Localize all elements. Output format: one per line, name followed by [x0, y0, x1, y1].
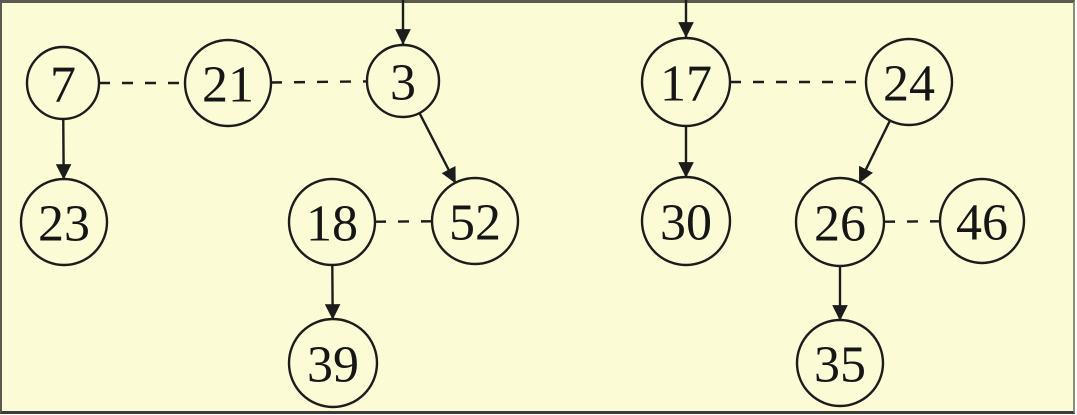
tree-node-30: 30 [640, 175, 732, 267]
node-circle-46 [938, 177, 1026, 265]
node-value-46: 46 [956, 195, 1008, 252]
node-value-35: 35 [814, 337, 866, 394]
tree-node-24: 24 [864, 37, 954, 127]
node-circle-7 [25, 45, 101, 121]
tree-node-23: 23 [19, 177, 109, 267]
node-value-17: 17 [660, 56, 712, 113]
node-value-52: 52 [449, 195, 501, 252]
node-circle-3 [365, 43, 441, 119]
node-value-7: 7 [50, 57, 76, 114]
node-circle-26 [794, 176, 886, 268]
tree-node-39: 39 [287, 317, 379, 409]
sibling-link-21-3 [270, 80, 368, 84]
node-circle-39 [287, 317, 379, 409]
node-value-3: 3 [390, 55, 416, 112]
tree-node-17: 17 [640, 36, 732, 128]
node-value-39: 39 [307, 337, 359, 394]
node-circle-30 [640, 175, 732, 267]
tree-node-3: 3 [365, 43, 441, 119]
tree-node-18: 18 [287, 177, 377, 267]
node-circle-18 [287, 177, 377, 267]
child-arrow-24-26 [858, 120, 892, 184]
tree-node-52: 52 [430, 176, 520, 266]
node-value-26: 26 [814, 196, 866, 253]
node-circle-23 [19, 177, 109, 267]
node-circle-35 [795, 318, 885, 408]
node-value-24: 24 [883, 56, 935, 113]
tree-node-21: 21 [183, 38, 273, 128]
node-value-18: 18 [306, 196, 358, 253]
tree-node-26: 26 [794, 176, 886, 268]
node-value-21: 21 [202, 57, 254, 114]
tree-node-7: 7 [25, 45, 101, 121]
node-circle-17 [640, 36, 732, 128]
tree-node-46: 46 [938, 177, 1026, 265]
node-value-23: 23 [38, 196, 90, 253]
node-value-30: 30 [660, 195, 712, 252]
node-circle-24 [864, 37, 954, 127]
node-circle-21 [183, 38, 273, 128]
tree-node-35: 35 [795, 318, 885, 408]
node-circle-52 [430, 176, 520, 266]
child-arrow-3-52 [418, 112, 457, 184]
